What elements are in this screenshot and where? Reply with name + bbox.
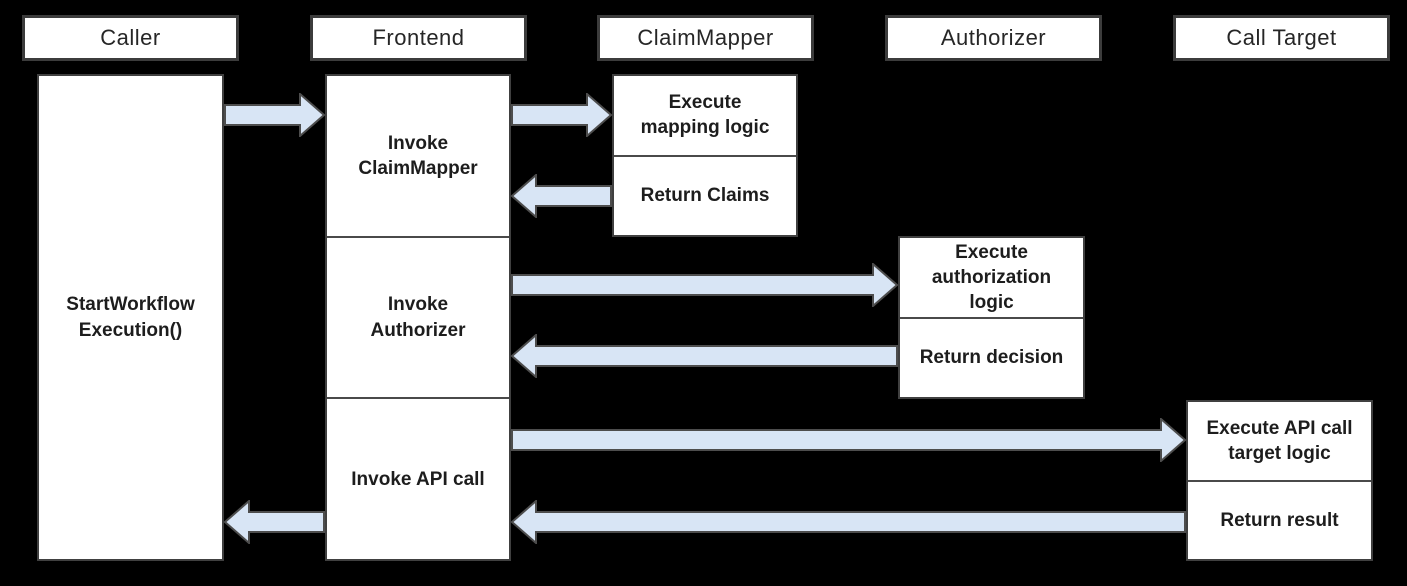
task-invoke-claimmapper: Invoke ClaimMapper	[327, 76, 509, 236]
task-return-decision: Return decision	[900, 316, 1083, 398]
actor-label-caller: Caller	[100, 25, 161, 50]
call-target-activation-column: Execute API call target logic Return res…	[1186, 400, 1373, 561]
arrow-caller-to-frontend	[224, 93, 325, 137]
task-execute-authorization-logic: Execute authorization logic	[900, 238, 1083, 317]
actor-header-claimmapper: ClaimMapper	[597, 15, 814, 61]
arrow-call-target-to-frontend	[511, 500, 1186, 544]
actor-label-frontend: Frontend	[372, 25, 465, 50]
task-label-execute-mapping-logic: Execute mapping logic	[640, 92, 770, 139]
task-label-invoke-claimmapper: Invoke ClaimMapper	[358, 132, 478, 179]
task-label-invoke-authorizer: Invoke Authorizer	[370, 294, 466, 341]
actor-header-caller: Caller	[22, 15, 239, 61]
arrow-frontend-to-caller	[224, 500, 325, 544]
task-execute-mapping-logic: Execute mapping logic	[614, 76, 796, 155]
task-return-result: Return result	[1188, 479, 1371, 560]
task-label-return-claims: Return Claims	[640, 185, 770, 207]
arrow-frontend-to-call-target	[511, 418, 1186, 462]
task-label-startworkflowexecution: StartWorkflow Execution()	[66, 294, 195, 341]
task-label-return-decision: Return decision	[919, 347, 1064, 369]
task-startworkflowexecution: StartWorkflow Execution()	[37, 74, 224, 561]
actor-label-call-target: Call Target	[1226, 25, 1337, 50]
task-label-invoke-api-call: Invoke API call	[351, 468, 485, 490]
actor-label-claimmapper: ClaimMapper	[637, 25, 774, 50]
actor-header-call-target: Call Target	[1173, 15, 1390, 61]
actor-header-frontend: Frontend	[310, 15, 527, 61]
task-label-execute-authorization-logic: Execute authorization logic	[931, 241, 1052, 313]
arrow-frontend-to-authorizer	[511, 263, 898, 307]
frontend-activation-column: Invoke ClaimMapper Invoke Authorizer Inv…	[325, 74, 511, 561]
task-label-return-result: Return result	[1220, 509, 1339, 531]
claimmapper-activation-column: Execute mapping logic Return Claims	[612, 74, 798, 237]
arrow-frontend-to-claimmapper	[511, 93, 612, 137]
task-execute-api-call-target-logic: Execute API call target logic	[1188, 402, 1371, 480]
authorizer-activation-column: Execute authorization logic Return decis…	[898, 236, 1085, 399]
task-invoke-api-call: Invoke API call	[327, 397, 509, 559]
arrow-authorizer-to-frontend	[511, 334, 898, 378]
arrow-claimmapper-to-frontend	[511, 174, 612, 218]
actor-header-authorizer: Authorizer	[885, 15, 1102, 61]
task-invoke-authorizer: Invoke Authorizer	[327, 235, 509, 398]
actor-label-authorizer: Authorizer	[940, 25, 1047, 50]
task-return-claims: Return Claims	[614, 154, 796, 236]
task-label-execute-api-call-target-logic: Execute API call target logic	[1206, 417, 1353, 464]
